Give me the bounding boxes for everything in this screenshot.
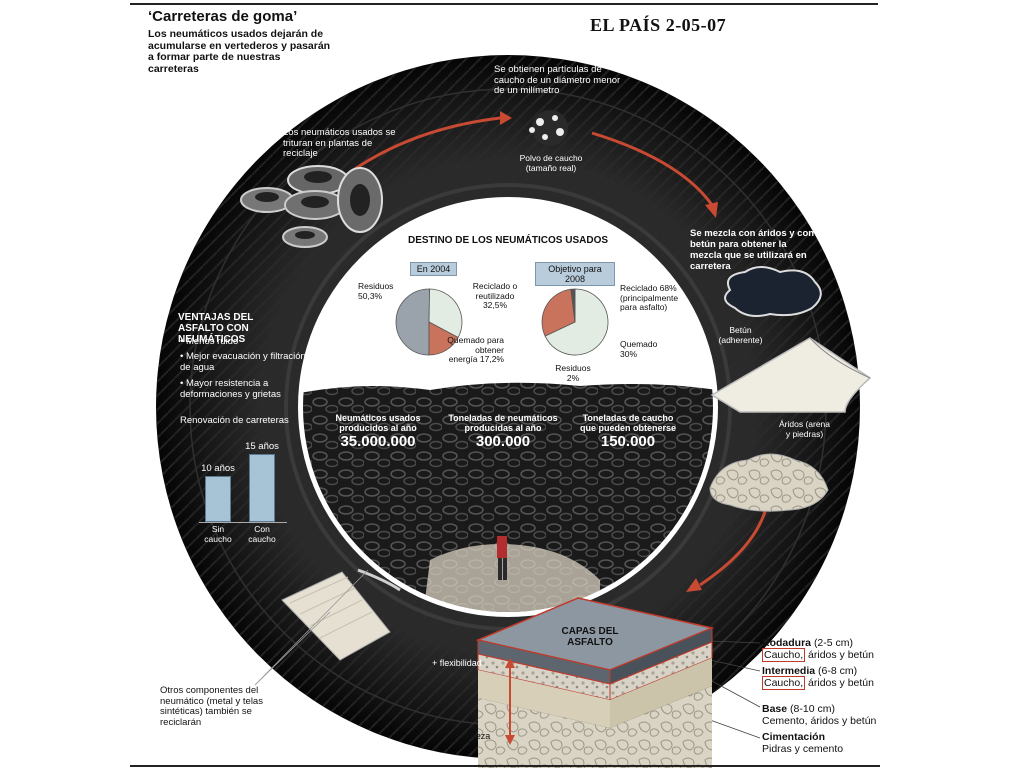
aridos-label: Áridos (arena y piedras) <box>778 419 831 439</box>
layer-cimentacion: Cimentación Pidras y cemento <box>762 731 844 755</box>
label-2008-reciclado: Reciclado 68% (principalmente para asfal… <box>620 283 679 312</box>
dureza-label: + dureza <box>455 731 491 741</box>
flexibilidad-label: + flexibilidad <box>432 658 482 668</box>
bar-category-label-1: Con caucho <box>248 524 276 544</box>
bar-1 <box>249 453 275 522</box>
pie-2008-slice-1 <box>541 288 576 337</box>
tag-2004: En 2004 <box>410 262 457 276</box>
tag-2008: Objetivo para 2008 <box>535 262 615 286</box>
stat-toneladas: Toneladas de neumáticos producidas al añ… <box>448 413 558 450</box>
asphalt-layers-diagram <box>475 597 715 768</box>
bar-value-label-0: 10 años <box>201 463 235 475</box>
other-components-label: Otros componentes del neumático (metal y… <box>160 685 263 728</box>
top-rule <box>130 3 878 5</box>
layer-base: Base (8-10 cm) Cemento, áridos y betún <box>762 703 877 727</box>
layer-intermedia: Intermedia (6-8 cm) Caucho, áridos y bet… <box>762 665 874 690</box>
page-subtitle: Los neumáticos usados dejarán de acumula… <box>148 28 331 75</box>
ventaja-3: • Mayor resistencia a deformaciones y gr… <box>180 378 281 400</box>
bar-0 <box>205 476 231 522</box>
pie-2004-slice-0 <box>395 288 431 356</box>
pie-2008-slice-2 <box>570 288 576 323</box>
stacked-tires-icon <box>240 165 383 248</box>
step-particles-label: Se obtienen partículas de caucho de un d… <box>494 64 621 96</box>
label-2008-quemado: Quemado 30% <box>620 339 658 359</box>
label-2004-quemado: Quemado para obtener energía 17,2% <box>447 335 504 364</box>
bar-value-label-1: 15 años <box>245 440 279 452</box>
betun-label: Betún (adherente) <box>718 325 763 345</box>
label-2004-residuos: Residuos 50,3% <box>358 281 394 301</box>
ventajas-title: VENTAJAS DEL ASFALTO CON NEUMÁTICOS <box>178 312 254 345</box>
asfalto-title: CAPAS DEL ASFALTO <box>561 626 619 648</box>
step-shred-label: Los neumáticos usados se trituran en pla… <box>283 127 396 159</box>
pie-2004-slice-1 <box>428 288 463 339</box>
step-mix-label: Se mezcla con áridos y con betún para ob… <box>690 228 815 272</box>
pie-chart-2008 <box>541 288 609 356</box>
bar-category-label-0: Sin caucho <box>204 524 232 544</box>
label-2008-residuos: Residuos 2% <box>555 363 591 383</box>
label-2004-reciclado: Reciclado o reutilizado 32,5% <box>472 281 518 310</box>
newspaper-masthead: EL PAÍS 2-05-07 <box>590 15 727 35</box>
stones-icon <box>709 453 829 512</box>
bitumen-icon <box>724 266 822 317</box>
layer-rodadura: Rodadura (2-5 cm) Caucho, áridos y betún <box>762 637 874 662</box>
ventaja-1: • Menos ruido <box>180 336 239 347</box>
bar-baseline <box>199 522 287 523</box>
stat-caucho: Toneladas de caucho que pueden obtenerse… <box>579 413 677 450</box>
pie-2004-slice-2 <box>428 321 459 356</box>
page-title: ‘Carreteras de goma’ <box>148 8 298 25</box>
pie-chart-2004 <box>395 288 463 356</box>
stat-neumaticos: Neumáticos usados producidos al año 35.0… <box>335 413 421 450</box>
rubber-powder-icon <box>529 110 568 146</box>
pie-2008-slice-0 <box>544 288 609 356</box>
powder-label: Polvo de caucho (tamaño real) <box>519 153 583 173</box>
renovacion-title: Renovación de carreteras <box>180 415 289 426</box>
destino-title: DESTINO DE LOS NEUMÁTICOS USADOS <box>408 235 609 246</box>
ventaja-2: • Mejor evacuación y filtración de agua <box>180 351 306 373</box>
fabric-roll-icon <box>281 568 401 661</box>
